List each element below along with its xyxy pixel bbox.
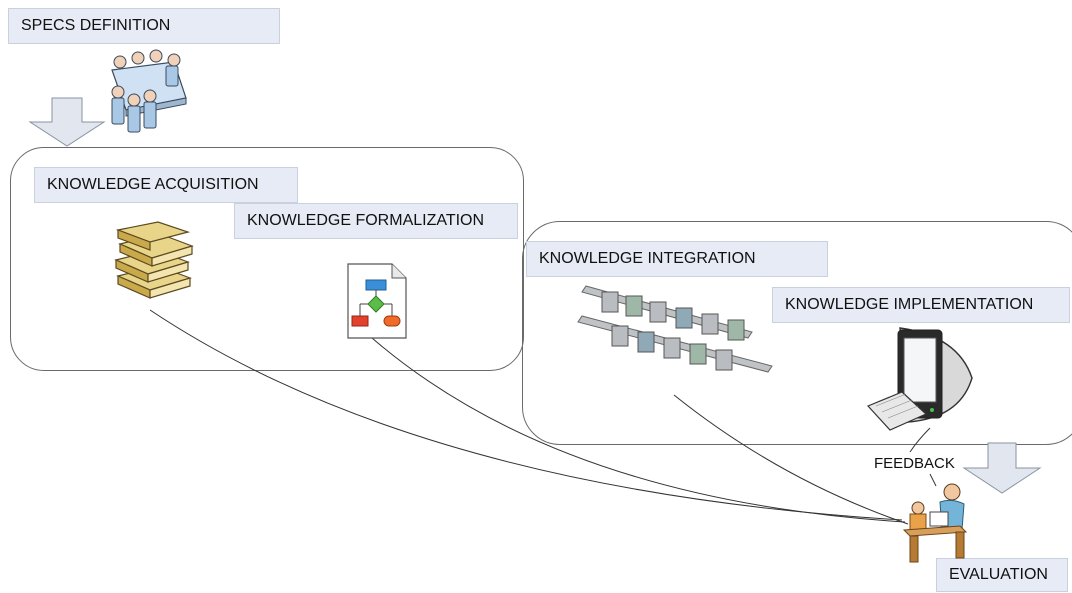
person-at-desk-icon (902, 483, 968, 563)
label-evaluation: EVALUATION (936, 558, 1068, 592)
label-knowledge-acquisition: KNOWLEDGE ACQUISITION (34, 167, 298, 203)
assembly-line-icon (577, 285, 773, 373)
feedback-label: FEEDBACK (872, 455, 957, 472)
line-feedback-evaluation (929, 473, 937, 487)
line-formalization-evaluation (371, 337, 906, 523)
label-knowledge-integration: KNOWLEDGE INTEGRATION (526, 241, 828, 277)
line-implementation-feedback (909, 427, 931, 453)
down-arrow-specs (28, 97, 106, 147)
acquisition-formalization-group (10, 147, 524, 371)
line-acquisition-evaluation (149, 309, 903, 521)
line-integration-evaluation (673, 394, 909, 525)
meeting-people-icon (111, 49, 187, 133)
books-stack-icon (114, 221, 194, 299)
flowchart-document-icon (347, 263, 407, 339)
down-arrow-evaluation (962, 442, 1042, 494)
label-knowledge-formalization: KNOWLEDGE FORMALIZATION (234, 203, 518, 239)
label-knowledge-implementation: KNOWLEDGE IMPLEMENTATION (772, 287, 1070, 323)
computer-monitor-icon (866, 327, 973, 431)
integration-implementation-group (522, 221, 1072, 445)
label-specs-definition: SPECS DEFINITION (8, 8, 280, 44)
